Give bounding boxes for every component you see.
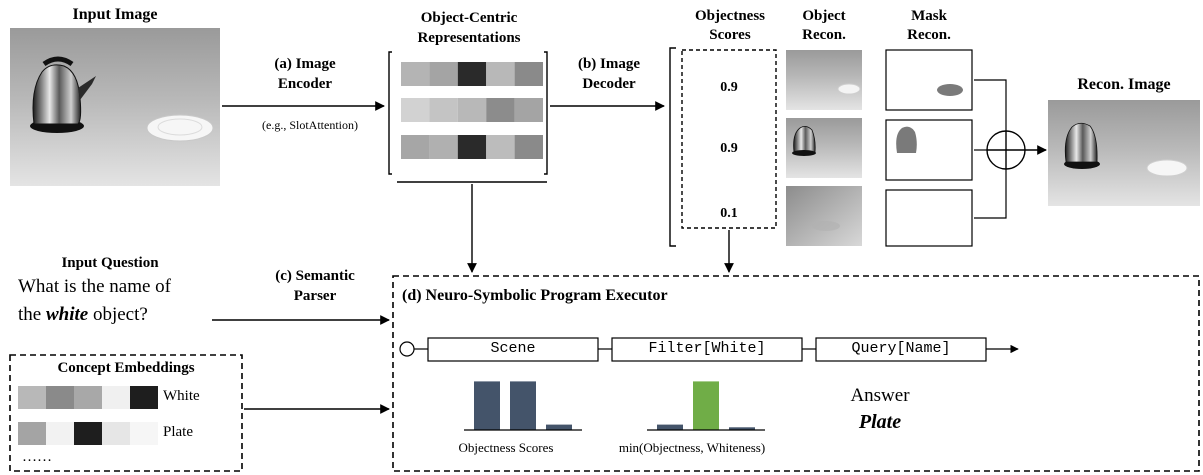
representation-cell <box>429 98 458 122</box>
kettle-icon <box>30 56 96 133</box>
question-line2-post: object? <box>88 304 148 325</box>
concept-embedding-cell <box>130 422 158 445</box>
objectness-score-1: 0.9 <box>720 80 738 95</box>
mask-recon-title-line2: Recon. <box>907 27 951 43</box>
objectness-score-2: 0.9 <box>720 141 738 156</box>
objectness-score-3: 0.1 <box>720 206 738 221</box>
question-emphasis: white <box>45 304 89 325</box>
representation-cell <box>401 98 430 122</box>
mask-recon-boxes <box>885 49 973 247</box>
concept-embedding-cell <box>18 386 46 409</box>
representation-cell <box>457 135 487 159</box>
object-recon-thumbnails <box>786 50 862 246</box>
representation-grid <box>401 62 543 159</box>
bars-objectness-caption: Objectness Scores <box>458 440 554 455</box>
bar <box>546 424 572 430</box>
input-image <box>10 28 220 186</box>
concept-embedding-cell <box>18 422 46 445</box>
concept-label-plate: Plate <box>163 424 193 440</box>
concept-label-white: White <box>163 388 200 404</box>
concept-embedding-cell <box>74 386 102 409</box>
representation-cell <box>486 98 515 122</box>
bar <box>729 427 755 430</box>
objectness-bar-chart <box>464 381 582 431</box>
concept-embedding-cell <box>46 386 74 409</box>
program-query-label: Query[Name] <box>851 340 951 357</box>
object-recon-title-line2: Recon. <box>802 27 846 43</box>
bar <box>693 381 719 430</box>
objectness-box <box>681 49 777 229</box>
representation-cell <box>457 62 487 86</box>
mask-blob-kettle <box>896 126 917 153</box>
bar <box>474 381 500 430</box>
concept-embedding-cell <box>102 422 130 445</box>
concept-embedding-cell <box>74 422 102 445</box>
representation-cell <box>486 135 515 159</box>
representation-cell <box>514 62 543 86</box>
oplus-icon <box>986 130 1026 170</box>
left-bracket <box>388 51 392 175</box>
executor-box <box>392 275 1200 472</box>
representation-cell <box>514 135 543 159</box>
encoder-note: (e.g., SlotAttention) <box>262 118 358 132</box>
mask-recon-title-line1: Mask <box>911 8 947 24</box>
program-scene-label: Scene <box>490 340 536 357</box>
object-recon-title-line1: Object <box>802 8 846 24</box>
object-centric-representations <box>388 51 548 183</box>
program-start-node <box>399 341 415 357</box>
answer-value: Plate <box>858 411 902 433</box>
bar <box>510 381 536 430</box>
objectness-title-line2: Scores <box>709 27 751 43</box>
representation-cell <box>457 98 487 122</box>
objectness-title-line1: Objectness <box>695 8 765 24</box>
input-image-title: Input Image <box>72 6 158 23</box>
encoder-label-line2: Encoder <box>277 76 333 92</box>
object-recon-3 <box>786 186 862 246</box>
representation-cell <box>401 135 430 159</box>
parser-label-line2: Parser <box>293 288 337 304</box>
concepts-ellipsis: …… <box>22 449 52 465</box>
question-title: Input Question <box>61 255 159 271</box>
parser-label-line1: (c) Semantic <box>275 268 355 284</box>
concept-embedding-cell <box>130 386 158 409</box>
plate-icon <box>146 114 214 142</box>
decoder-label-line1: (b) Image <box>577 56 641 72</box>
right-bracket <box>544 51 548 175</box>
min-bar-chart <box>647 381 765 431</box>
mask-recon-1 <box>885 49 973 111</box>
representation-cell <box>429 62 458 86</box>
concept-grid <box>18 386 158 445</box>
representation-cell <box>401 62 430 86</box>
object-recon-1 <box>786 50 862 110</box>
question-line1: What is the name of <box>18 276 172 297</box>
question-line2: the white object? <box>18 304 148 326</box>
bar <box>657 424 683 430</box>
recon-image <box>1048 100 1200 206</box>
concept-embedding-cell <box>46 422 74 445</box>
encoder-label-line1: (a) Image <box>274 56 336 72</box>
representation-cell <box>486 62 515 86</box>
program-filter-label: Filter[White] <box>648 340 766 357</box>
object-recon-2 <box>786 118 862 178</box>
question-line2-pre: the <box>18 304 46 325</box>
decoder-label-line2: Decoder <box>582 76 636 92</box>
bars-min-caption: min(Objectness, Whiteness) <box>618 440 766 455</box>
concepts-title: Concept Embeddings <box>57 360 195 376</box>
mask-recon-3 <box>885 189 973 247</box>
representation-cell <box>429 135 458 159</box>
recon-image-title: Recon. Image <box>1077 76 1171 93</box>
concept-embeddings-box <box>9 354 243 472</box>
ocr-title-line1: Object-Centric <box>420 10 518 26</box>
representation-cell <box>514 98 543 122</box>
answer-label: Answer <box>850 385 910 406</box>
program-chain <box>399 337 1019 362</box>
reconstruction-bracket <box>669 47 676 247</box>
executor-title: (d) Neuro-Symbolic Program Executor <box>402 287 668 304</box>
concept-embedding-cell <box>102 386 130 409</box>
ocr-title-line2: Representations <box>417 30 521 46</box>
mask-blob-plate <box>937 84 963 96</box>
